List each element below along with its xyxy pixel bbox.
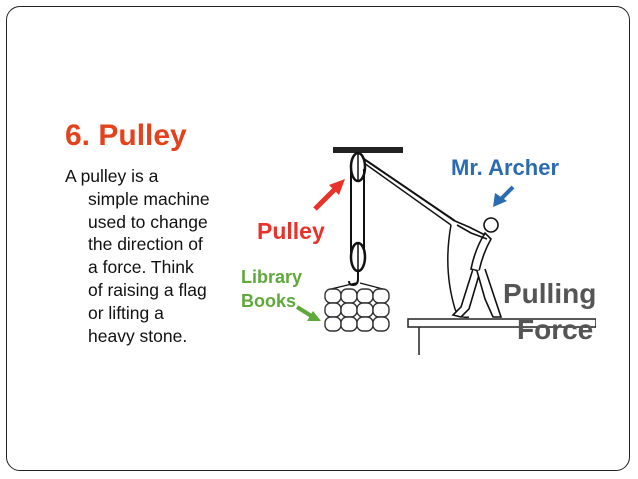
book-bundle xyxy=(324,288,390,332)
man-figure xyxy=(451,217,503,318)
body-line: used to change xyxy=(88,211,208,232)
hook xyxy=(348,271,359,287)
pulley-illustration: Pulley Mr. Archer Library Books Pulling … xyxy=(223,139,596,355)
body-line: the direction of xyxy=(88,234,203,255)
ceiling-beam xyxy=(333,147,403,153)
label-pulling: Pulling xyxy=(503,278,596,309)
label-force: Force xyxy=(517,314,593,345)
body-line: simple machine xyxy=(88,188,210,209)
platform xyxy=(407,318,596,328)
body-line: heavy stone. xyxy=(88,325,188,346)
slide-title: 6. Pulley xyxy=(65,119,187,152)
slide-body-text: A pulley is a simple machine used to cha… xyxy=(65,165,225,385)
pulley-diagram: Pulley Mr. Archer Library Books Pulling … xyxy=(241,147,596,355)
body-line: a force. Think xyxy=(88,257,194,278)
body-line: of raising a flag xyxy=(88,279,207,300)
body-line: A pulley is a xyxy=(65,166,159,186)
label-pulley: Pulley xyxy=(257,218,325,244)
pulling-rope xyxy=(363,158,456,222)
body-line: or lifting a xyxy=(88,302,164,323)
slide: 6. Pulley A pulley is a simple machine u… xyxy=(6,6,630,471)
label-mr-archer: Mr. Archer xyxy=(451,155,559,180)
label-library: Library xyxy=(241,267,302,287)
green-arrow xyxy=(295,305,315,319)
label-books: Books xyxy=(241,291,296,311)
